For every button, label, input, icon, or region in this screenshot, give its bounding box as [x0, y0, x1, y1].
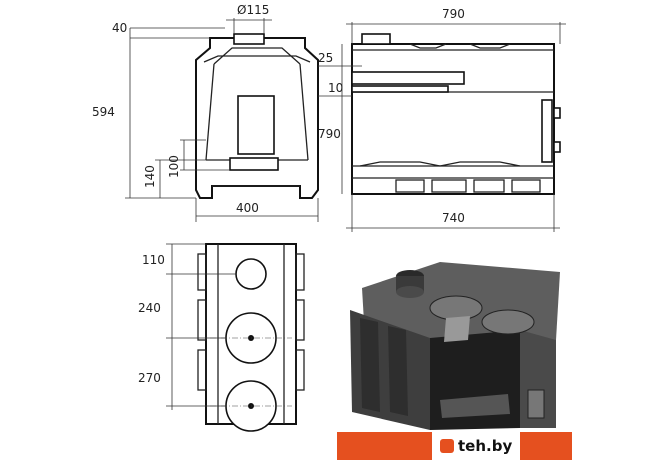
- render-door-handle: [527, 389, 545, 419]
- dim-offset-b: 10: [328, 81, 343, 95]
- dim-offset-a: 25: [318, 51, 333, 65]
- front-view: 40 Ø115 594 140 100 400: [92, 3, 319, 222]
- watermark[interactable]: teh.by: [432, 432, 521, 460]
- watermark-text: teh.by: [458, 437, 513, 455]
- dim-sub-height-a: 140: [143, 165, 157, 188]
- side-door: [541, 99, 553, 163]
- dim-flue-diameter: Ø115: [237, 3, 269, 17]
- dim-top-a: 110: [142, 253, 165, 267]
- dim-top-c: 270: [138, 371, 161, 385]
- side-view: 790 25 10 790 740: [318, 7, 566, 232]
- dim-width: 400: [236, 201, 259, 215]
- side-baffle-upper: [351, 71, 465, 85]
- flue-pipe: [233, 33, 265, 45]
- dim-top-b: 240: [138, 301, 161, 315]
- isometric-render: [350, 262, 560, 430]
- dim-total-height: 594: [92, 105, 115, 119]
- dim-side-height: 790: [318, 127, 341, 141]
- ash-drawer: [229, 157, 279, 171]
- dim-top-offset: 40: [112, 21, 127, 35]
- brand-logo-icon: [440, 439, 454, 453]
- dim-length-bottom: 740: [442, 211, 465, 225]
- top-flue-opening: [235, 258, 267, 290]
- side-flue: [361, 33, 391, 45]
- side-baffle-lower: [351, 85, 449, 93]
- side-door-hinge-top: [553, 107, 561, 119]
- render-hob-1: [429, 295, 483, 321]
- top-view: 110 240 270: [138, 243, 305, 432]
- dim-length-top: 790: [442, 7, 465, 21]
- door-window: [237, 95, 275, 155]
- side-view-outline: [351, 43, 555, 195]
- dim-sub-height-b: 100: [167, 155, 181, 178]
- render-hob-2: [481, 309, 535, 335]
- side-door-hinge-bottom: [553, 141, 561, 153]
